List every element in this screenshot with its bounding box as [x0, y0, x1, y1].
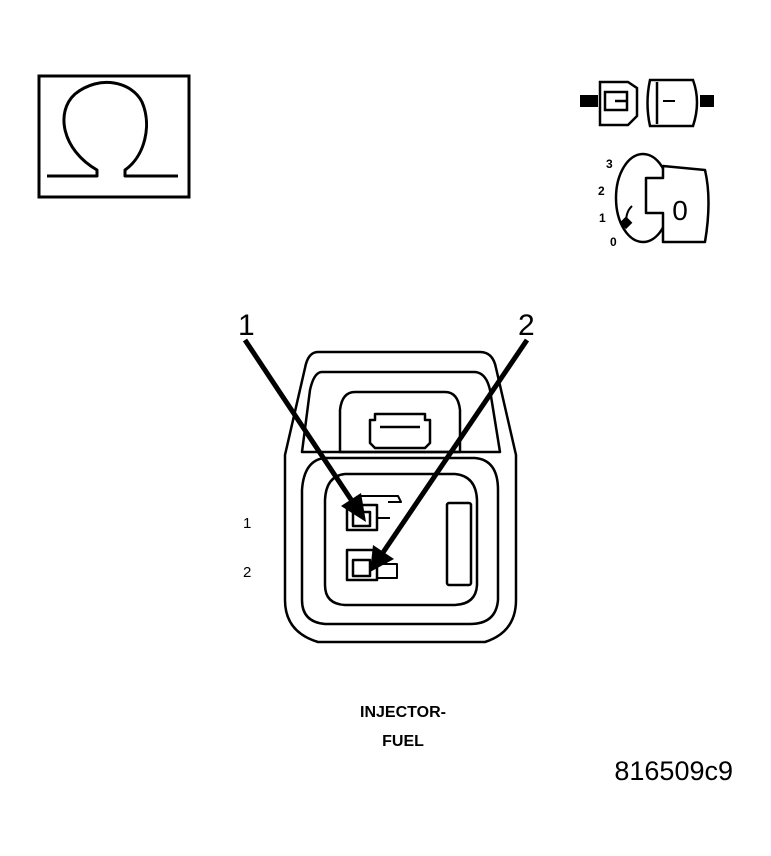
- dial-position-2: 2: [598, 184, 605, 198]
- dial-position-3: 3: [606, 157, 613, 171]
- connector-inner-body: [300, 456, 500, 626]
- caption-line-1: INJECTOR-: [360, 704, 446, 721]
- terminal-2: [345, 548, 379, 582]
- terminal-1: [345, 503, 379, 532]
- figure-code: 816509c9: [614, 756, 733, 786]
- pin-label-2: 2: [243, 564, 251, 581]
- connector-latch: [368, 412, 432, 450]
- dial-position-1: 1: [599, 211, 606, 225]
- pin-label-1: 1: [243, 515, 251, 532]
- dial-position-0: 0: [610, 235, 617, 249]
- connector-outer-housing: [283, 350, 518, 644]
- callout-label-2: 2: [518, 309, 535, 342]
- injector-connector: [283, 350, 518, 644]
- callout-arrows: [242, 338, 530, 572]
- terminal-cavity: [323, 472, 479, 607]
- ignition-key-icon: 0 3 2 1 0: [598, 152, 710, 249]
- ohm-symbol-icon: [37, 74, 191, 199]
- caption-line-2: FUEL: [382, 733, 424, 750]
- callout-label-1: 1: [238, 309, 255, 342]
- connector-hood: [300, 370, 502, 454]
- keying-slot: [445, 501, 473, 587]
- key-selected-position: 0: [672, 195, 688, 226]
- disconnected-connector-icon: [580, 78, 714, 128]
